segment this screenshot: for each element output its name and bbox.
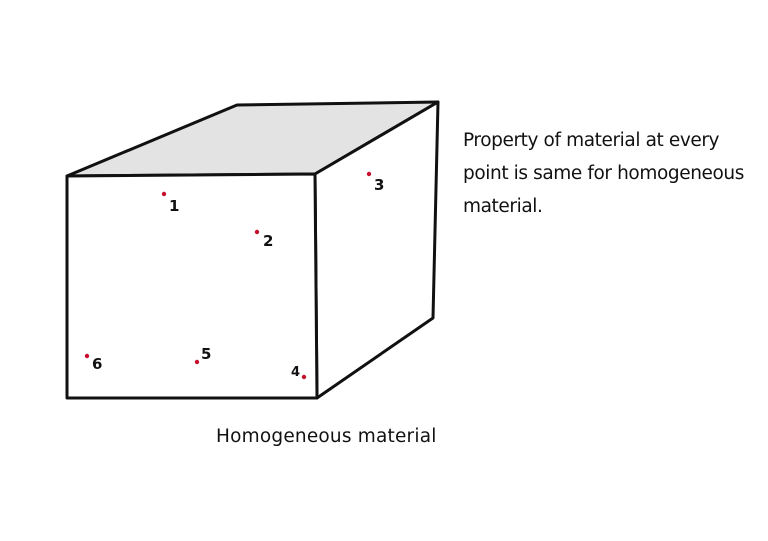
material-points: 1 2 3 4 5 6 [84,171,384,380]
point-label: 4 [291,365,300,380]
point-dot [366,171,372,177]
point-4: 4 [291,365,307,380]
point-dot [161,191,167,197]
description-text: Property of material at every point is s… [463,124,763,223]
description-line-2: point is same for homogeneous [463,163,744,184]
point-2: 2 [254,229,273,250]
point-3: 3 [366,171,384,194]
point-label: 5 [201,345,211,363]
point-dot [84,353,90,359]
point-5: 5 [194,345,211,365]
point-label: 3 [374,176,384,194]
point-dot [301,374,307,380]
description-line-1: Property of material at every [463,130,720,151]
point-dot [254,229,260,235]
point-label: 2 [263,232,273,250]
point-6: 6 [84,353,102,373]
description-line-3: material. [463,196,543,217]
point-dot [194,359,200,365]
point-label: 6 [92,355,102,373]
point-label: 1 [169,197,179,215]
cube-front-face [65,172,319,400]
diagram-caption: Homogeneous material [216,426,437,447]
point-1: 1 [161,191,179,215]
